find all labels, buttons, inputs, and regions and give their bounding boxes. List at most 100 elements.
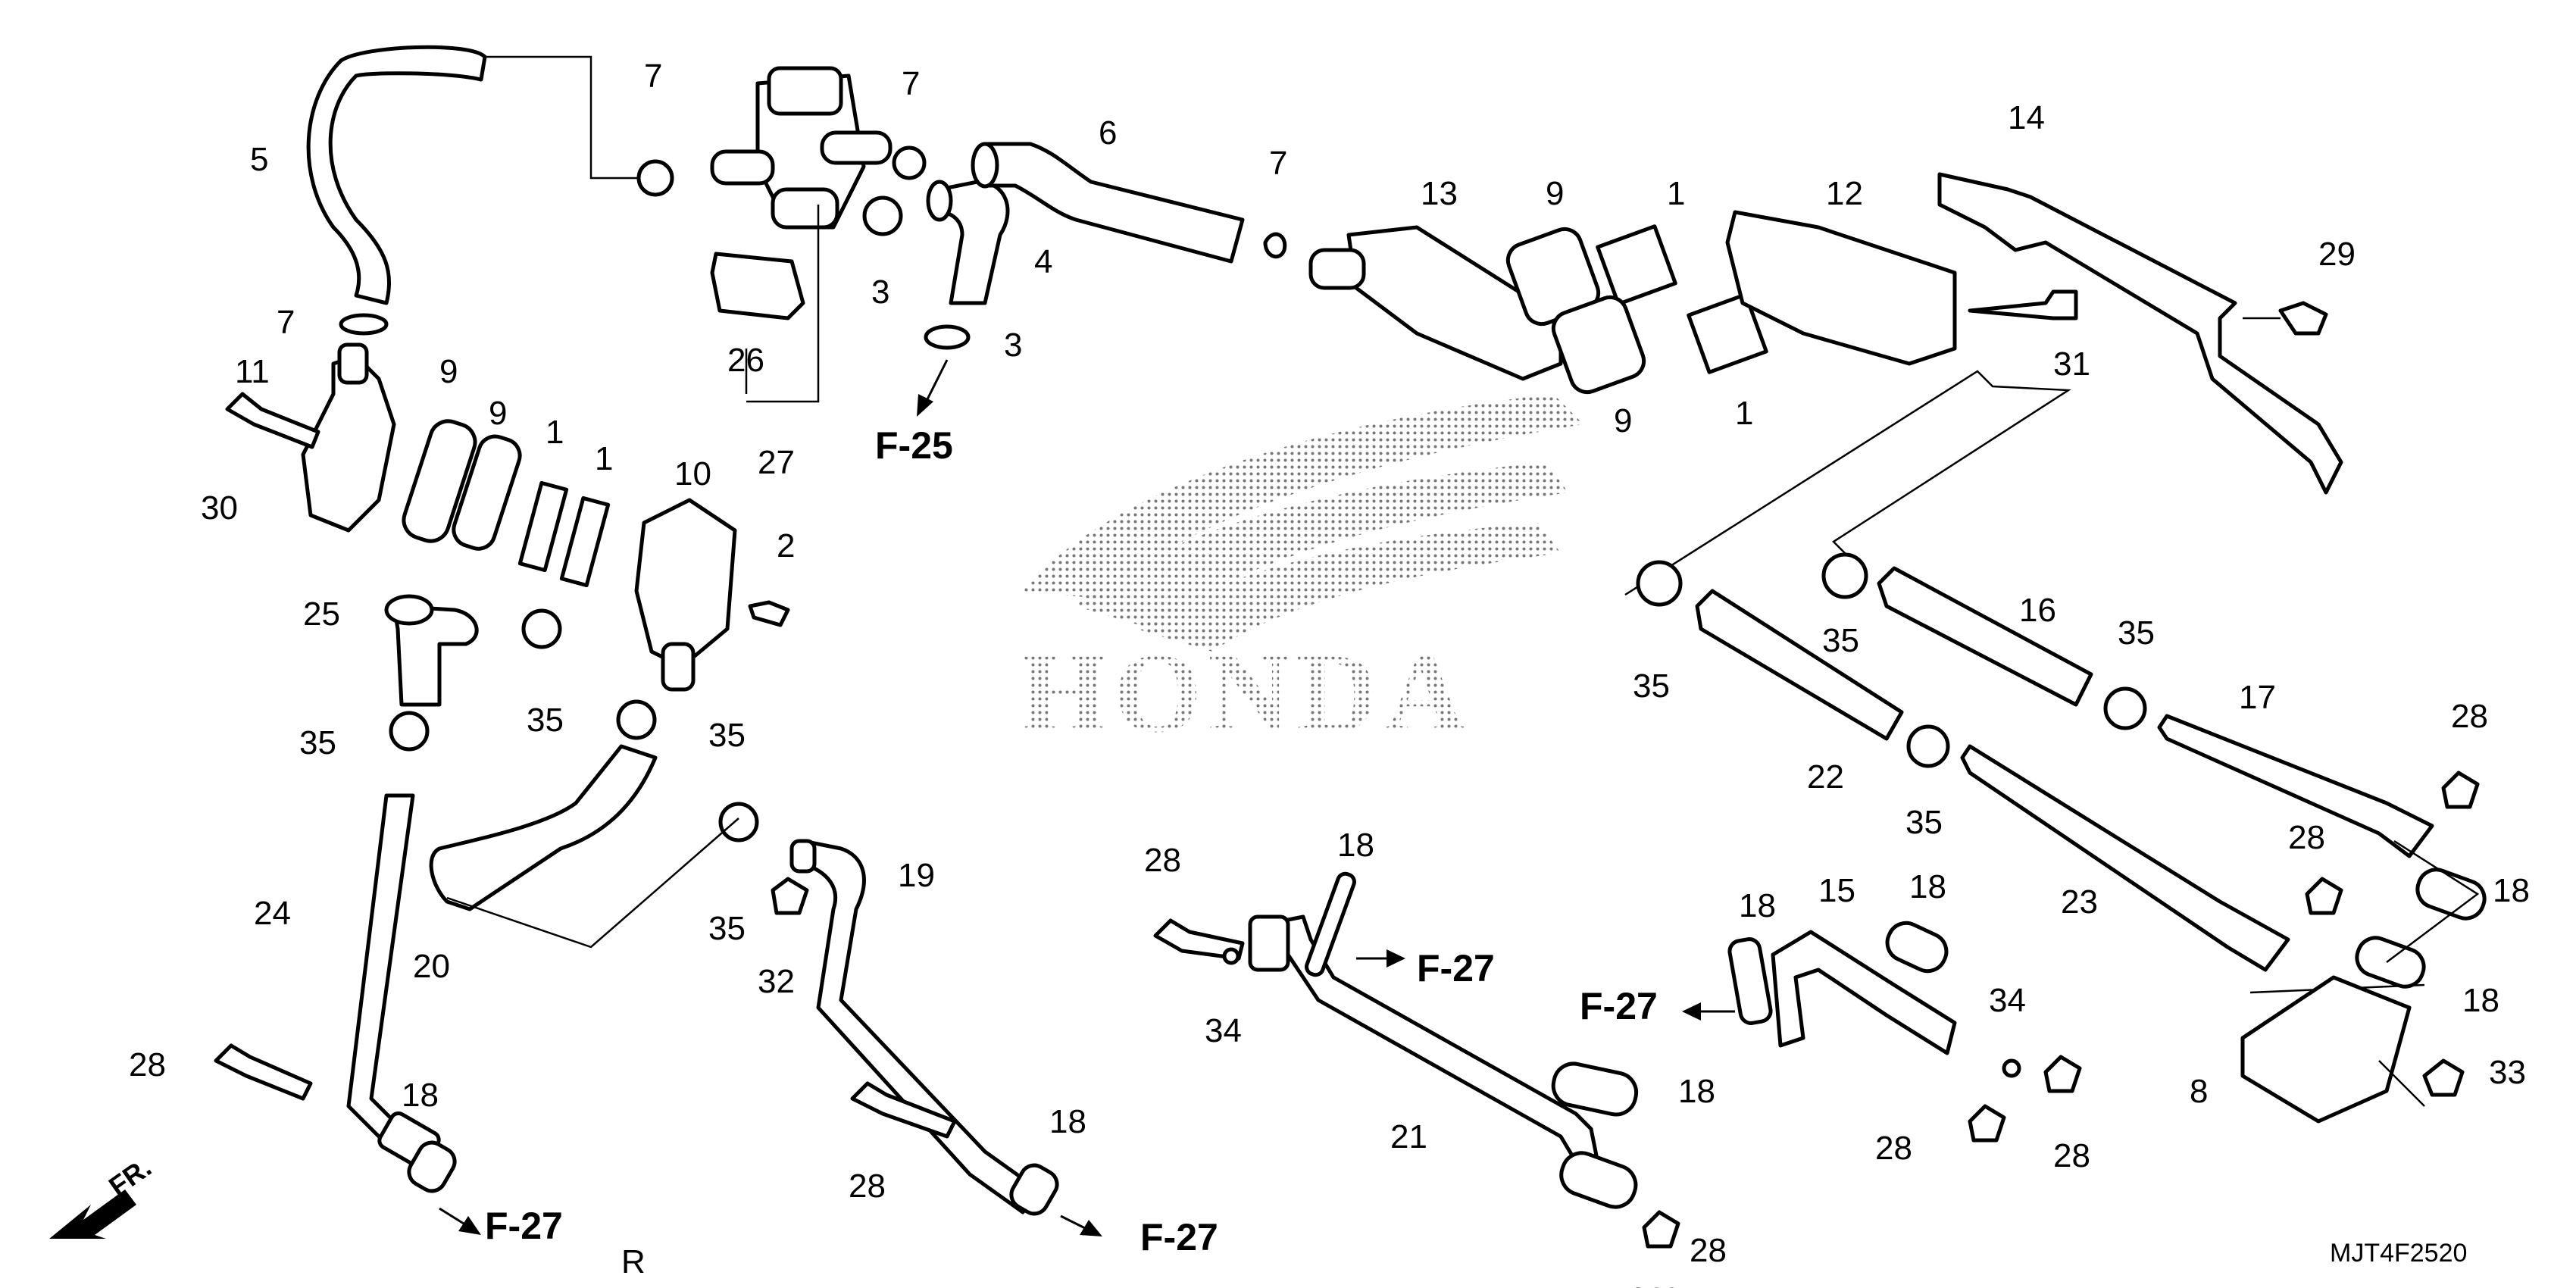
ref-f27: F-27 [439,1205,563,1247]
svg-text:F-27: F-27 [485,1205,563,1247]
diagram-code: MJT4F2520 [2330,1239,2467,1268]
bracket-8 [2240,975,2412,1124]
label-28: 28 [1144,842,1181,879]
housing-13-nozzle [1308,248,1366,290]
label-20: 20 [413,948,450,985]
gasket-18 [1727,937,1773,1025]
label-9: 9 [1614,402,1632,439]
clamp-35 [616,699,657,740]
valve-port [820,130,893,165]
label-24: 24 [254,895,291,932]
gasket-18 [2355,936,2426,989]
bolt-28 [850,1081,957,1139]
hose-22 [1695,589,1904,741]
gasket-18 [2415,868,2487,921]
reed-valve-1 [559,496,611,588]
label-18: 18 [1644,1281,1681,1288]
label-1: 1 [1735,395,1753,432]
hose-20 [429,744,658,911]
front-label: FR. [103,1152,157,1202]
lead-line [2386,839,2480,963]
clamp-35 [389,711,430,752]
bolt-28 [2043,1055,2082,1093]
label-31: 31 [2053,345,2090,383]
pipe-21-flange [1248,914,1290,972]
front-direction-marker: FR. [49,1152,157,1239]
label-9: 9 [489,395,507,432]
o-ring-3 [862,195,903,236]
bolt-32 [771,877,809,915]
lead-line [1624,370,2071,596]
bolt-2 [748,600,790,627]
cover-outlet [661,642,696,692]
washer-34 [1222,947,1240,965]
lead-line [2378,1060,2425,1107]
pipe-15 [1771,930,1957,1055]
label-33: 33 [2489,1054,2526,1091]
label-22: 22 [1807,758,1844,796]
label-15: 15 [1818,872,1855,909]
label-35: 35 [1905,804,1943,841]
label-6: 6 [1099,114,1117,152]
label-28: 28 [2053,1137,2090,1174]
clamp-35 [718,802,759,843]
air-hose-5 [306,45,487,305]
label-18: 18 [2462,982,2499,1019]
label-27: 27 [758,444,795,481]
clamp-35 [1906,724,1950,768]
honda-watermark-text: HONDA [1019,630,1472,756]
label-10: 10 [674,455,711,492]
label-18: 18 [402,1077,439,1114]
label-28: 28 [849,1168,886,1205]
label-7: 7 [1269,145,1287,182]
label-7: 7 [277,304,295,341]
label-16: 16 [2019,592,2056,629]
label-18: 18 [2493,872,2530,909]
clip-7 [892,145,927,180]
label-29: 29 [2318,236,2356,273]
clamp-35 [1821,552,1868,599]
gasket-9 [1551,295,1646,395]
label-4: 4 [1034,243,1052,280]
label-18: 18 [1049,1103,1086,1140]
ref-f27: F-27 [1060,1215,1218,1258]
air-hose-6 [983,142,1245,264]
label-28: 28 [1629,1281,1666,1288]
hose-16 [1877,566,2093,707]
label-34: 34 [1205,1012,1242,1049]
ref-f25: F-25 [875,359,953,467]
label-8: 8 [2190,1073,2208,1110]
clip-7 [1263,232,1287,259]
valve-port [771,187,839,230]
label-21: 21 [1390,1118,1427,1155]
svg-text:F-27: F-27 [1580,985,1658,1027]
reed-valve-1 [1596,224,1677,306]
clamp-35 [1636,560,1683,607]
label-1: 1 [1667,175,1685,212]
pipe-19 [801,839,1040,1215]
label-18: 18 [1909,868,1946,905]
label-28: 28 [1690,1232,1727,1269]
label-13: 13 [1421,175,1458,212]
svg-text:F-27: F-27 [1140,1216,1218,1258]
label-28: 28 [1875,1130,1912,1167]
ref-f27: F-27 [1356,947,1495,989]
bolt-33 [2422,1058,2465,1097]
label-25: 25 [303,596,340,633]
label-35: 35 [1633,667,1670,705]
bolt-30 [225,392,320,449]
label-28: 28 [2451,698,2488,735]
label-35: 35 [527,702,564,739]
bracket-11-nozzle [337,342,369,385]
label-28: 28 [2288,819,2325,856]
reed-cover-12 [1725,210,1957,366]
reed-housing-13 [1346,225,1563,381]
label-17: 17 [2239,679,2276,716]
svg-text:F-25: F-25 [875,424,953,467]
bolt-28 [1642,1210,1680,1249]
label-5: 5 [250,141,268,178]
clip-7 [339,313,389,336]
label-1: 1 [546,414,564,451]
lead-line [446,818,739,949]
